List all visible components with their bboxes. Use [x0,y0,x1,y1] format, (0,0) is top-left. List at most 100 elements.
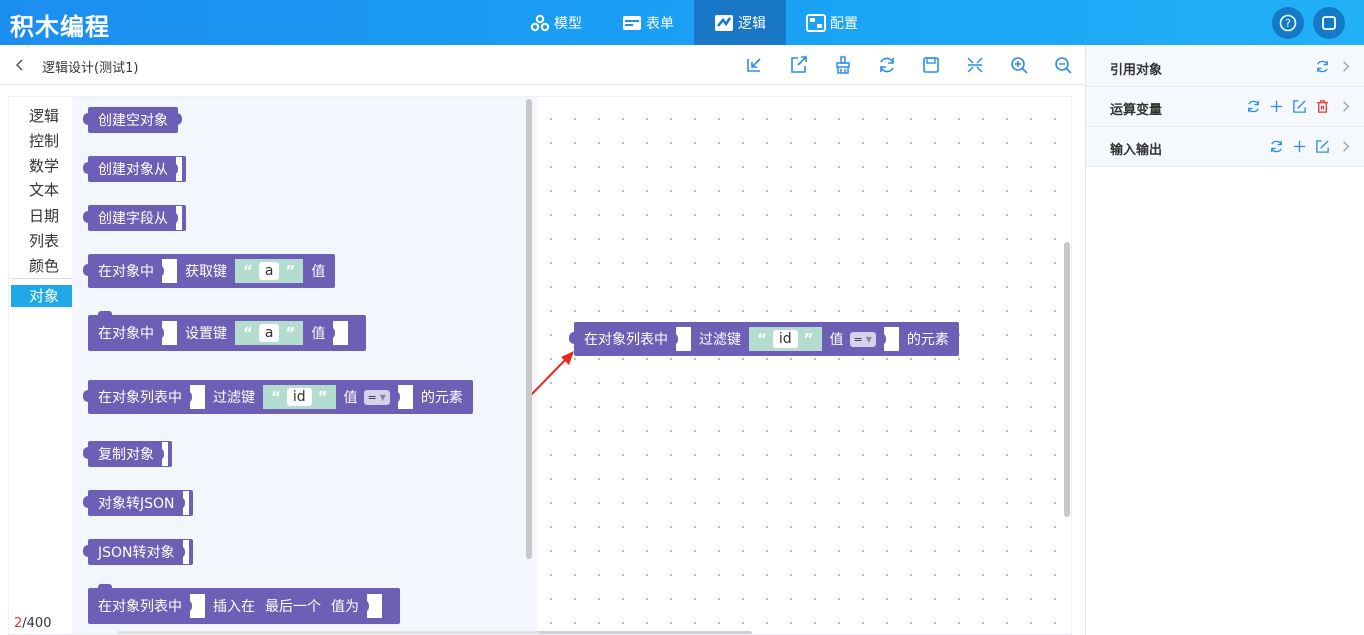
import-icon[interactable] [744,55,766,75]
category-color[interactable]: 颜色 [29,257,60,275]
nav-config[interactable]: 配置 [786,0,878,45]
top-nav: 模型 表单 逻辑 配置 [510,0,878,45]
nav-model[interactable]: 模型 [510,0,602,45]
block-label: 复制对象 [98,447,154,463]
logic-icon [715,14,733,31]
string-block[interactable]: “id” [263,385,336,409]
block-label: 的元素 [420,390,463,406]
value-slot[interactable] [158,321,177,345]
workspace-vertical-scrollbar[interactable] [1064,242,1070,517]
block-label: 在对象列表中 [98,390,182,406]
fullscreen-icon [1322,16,1336,30]
string-value[interactable]: id [772,330,798,348]
section-label: 运算变量 [1110,103,1163,118]
value-slot[interactable] [393,385,413,409]
refresh-icon[interactable] [1246,99,1261,114]
block-create-empty-object[interactable]: 创建空对象 [83,107,182,133]
save-icon[interactable] [920,55,942,75]
string-block[interactable]: “a” [235,259,304,283]
block-set-key[interactable]: 在对象中 设置键 “a” 值 [88,311,367,351]
form-icon [623,15,641,30]
app-header: 积木编程 模型 表单 逻辑 配置 ? [0,0,1364,45]
category-date[interactable]: 日期 [29,207,60,225]
chevron-right-icon[interactable] [1338,59,1353,74]
collapse-icon[interactable] [964,55,986,75]
nav-form[interactable]: 表单 [602,0,694,45]
block-label: 在对象中 [98,264,154,280]
plus-icon[interactable] [1292,139,1307,154]
chevron-right-icon[interactable] [1338,99,1353,114]
block-label: 创建字段从 [98,211,168,227]
nav-logic[interactable]: 逻辑 [694,0,786,45]
block-insert-list[interactable]: 在对象列表中 插入在 最后一个 值为 [88,584,400,624]
right-panel: 引用对象 运算变量 输入输出 [1085,45,1364,635]
back-icon[interactable] [12,56,28,74]
block-copy-object[interactable]: 复制对象 [83,441,172,467]
dropdown-arrow-icon: ▼ [379,392,386,402]
value-slot[interactable] [672,327,691,351]
edit-icon[interactable] [1292,99,1307,114]
string-value[interactable]: id [286,388,312,406]
string-value[interactable]: a [258,262,280,280]
zoom-in-icon[interactable] [1008,55,1030,75]
block-create-object-from[interactable]: 创建对象从 [83,156,186,182]
canvas-block-filter-list[interactable]: 在对象列表中 过滤键 “id” 值 =▼ 的元素 [569,322,959,356]
block-count-total: /400 [22,616,52,631]
delete-icon[interactable] [1315,99,1330,114]
category-math[interactable]: 数学 [29,157,60,175]
edit-icon[interactable] [1315,139,1330,154]
refresh-icon[interactable] [1269,139,1284,154]
block-label: 过滤键 [213,390,255,406]
panel-section-referenced-objects[interactable]: 引用对象 [1086,47,1364,87]
block-json-to-object[interactable]: JSON转对象 [83,539,193,565]
panel-section-io[interactable]: 输入输出 [1086,127,1364,167]
canvas-toolbar [744,55,1074,75]
config-icon [806,13,826,32]
nav-model-label: 模型 [554,15,582,32]
string-block[interactable]: “a” [235,321,304,345]
fullscreen-button[interactable] [1313,7,1345,39]
value-slot[interactable] [879,327,899,351]
value-slot[interactable] [158,259,177,283]
operator-dropdown[interactable]: =▼ [849,331,876,347]
flyout-scrollbar[interactable] [526,99,532,559]
value-slot[interactable] [186,594,205,618]
clear-icon[interactable] [832,55,854,75]
refresh-icon[interactable] [876,55,898,75]
dropdown-arrow-icon: ▼ [865,334,872,344]
block-label: JSON转对象 [98,545,175,561]
zoom-out-icon[interactable] [1052,55,1074,75]
export-icon[interactable] [788,55,810,75]
page-title: 逻辑设计(测试1) [42,61,139,76]
category-list[interactable]: 列表 [29,232,60,250]
category-logic[interactable]: 逻辑 [29,107,60,125]
block-get-key[interactable]: 在对象中 获取键 “a” 值 [83,254,336,288]
refresh-icon[interactable] [1315,59,1330,74]
operator-value: = [367,390,377,404]
category-control[interactable]: 控制 [29,132,60,150]
workspace-horizontal-scrollbar[interactable] [117,631,752,634]
chevron-right-icon[interactable] [1338,139,1353,154]
panel-section-variables[interactable]: 运算变量 [1086,87,1364,127]
category-object[interactable]: 对象 [11,285,72,307]
nav-form-label: 表单 [646,15,674,32]
help-button[interactable]: ? [1272,7,1304,39]
value-slot[interactable] [363,594,382,618]
block-label: 创建空对象 [98,113,168,129]
app-title: 积木编程 [10,13,110,41]
block-filter-list[interactable]: 在对象列表中 过滤键 “id” 值 =▼ 的元素 [83,380,473,414]
operator-value: = [853,332,863,346]
value-slot[interactable] [329,321,349,345]
string-value[interactable]: a [258,324,280,342]
help-icon: ? [1279,14,1297,32]
block-object-to-json[interactable]: 对象转JSON [83,490,193,516]
block-label: 在对象列表中 [584,332,668,348]
block-label: 插入在 [213,599,255,615]
operator-dropdown[interactable]: =▼ [363,389,390,405]
value-slot[interactable] [186,385,205,409]
category-text[interactable]: 文本 [29,181,60,199]
plus-icon[interactable] [1269,99,1284,114]
string-block[interactable]: “id” [749,327,822,351]
blockly-workspace[interactable]: 逻辑 控制 数学 文本 日期 列表 颜色 对象 创建空对象 创建对象从 创建字段… [8,96,1072,635]
block-create-field-from[interactable]: 创建字段从 [83,205,186,231]
